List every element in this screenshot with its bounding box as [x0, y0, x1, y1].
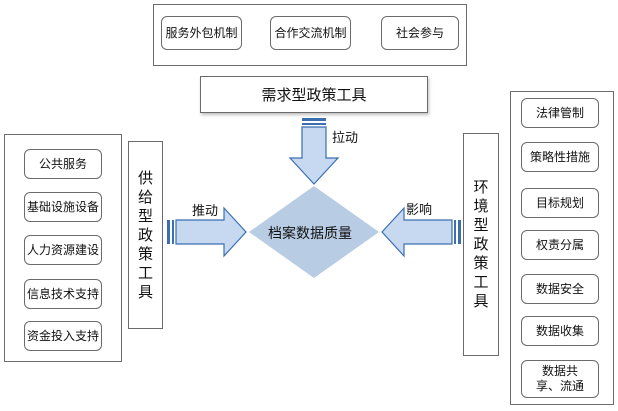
supply-arrow-label: 推动 [192, 204, 219, 219]
vertical-title-char: 政 [137, 225, 153, 244]
environment-arrow-label: 影响 [406, 203, 433, 218]
arrow-left [381, 206, 461, 258]
vertical-title-char: 供 [137, 168, 153, 187]
supply-item: 公共服务 [24, 149, 102, 179]
vertical-title-char: 型 [473, 216, 489, 234]
environment-tools-title: 环境型政策工具 [463, 133, 499, 356]
supply-item: 资金投入支持 [24, 321, 102, 351]
supply-item: 信息技术支持 [24, 279, 102, 309]
demand-arrow-label: 拉动 [332, 131, 359, 146]
top-item-participation: 社会参与 [381, 16, 459, 50]
environment-item: 数据共享、流通 [521, 360, 599, 398]
vertical-title-char: 工 [137, 263, 153, 282]
vertical-title-char: 策 [137, 244, 153, 263]
top-item-outsourcing: 服务外包机制 [161, 16, 242, 50]
vertical-title-char: 给 [137, 187, 153, 206]
vertical-title-char: 环 [473, 178, 489, 196]
top-item-exchange: 合作交流机制 [270, 16, 351, 50]
center-label: 档案数据质量 [268, 226, 352, 242]
supply-item: 人力资源建设 [24, 235, 102, 265]
vertical-title-char: 工 [473, 273, 489, 291]
center-diamond [249, 186, 379, 278]
environment-item: 数据安全 [521, 274, 599, 304]
vertical-title-char: 境 [473, 197, 489, 215]
vertical-title-char: 策 [473, 254, 489, 272]
arrow-down [288, 118, 340, 185]
supply-item: 基础设施设备 [24, 192, 102, 222]
vertical-title-char: 具 [473, 292, 489, 310]
supply-tools-title: 供给型政策工具 [128, 141, 163, 329]
environment-item: 法律管制 [521, 98, 599, 128]
vertical-title-char: 政 [473, 235, 489, 253]
environment-item: 权责分属 [521, 230, 599, 260]
environment-item: 数据收集 [521, 316, 599, 346]
vertical-title-char: 型 [137, 206, 153, 225]
environment-item: 目标规划 [521, 188, 599, 218]
arrow-right [167, 206, 247, 258]
demand-tools-title: 需求型政策工具 [200, 76, 428, 113]
environment-item: 策略性措施 [521, 142, 599, 172]
vertical-title-char: 具 [137, 282, 153, 301]
